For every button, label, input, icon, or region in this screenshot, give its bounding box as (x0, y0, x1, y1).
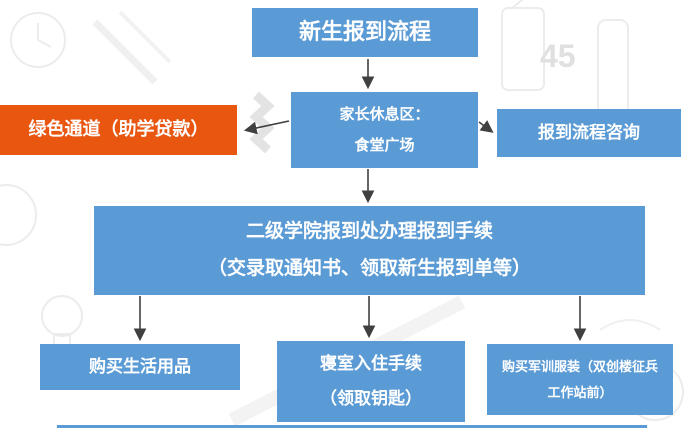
rest-area-line1: 家长休息区： (339, 105, 430, 123)
bottle-doodle-icon (597, 19, 629, 116)
node-military-uniform: 购买军训服装（双创楼征兵 工作站前） (487, 344, 673, 415)
node-title: 新生报到流程 (252, 8, 478, 57)
title-text: 新生报到流程 (298, 19, 431, 45)
cup-doodle-icon (501, 7, 545, 91)
rest-area-line2: 食堂广场 (354, 136, 415, 154)
dormitory-line2: （领取钥匙） (320, 389, 422, 408)
arrow-restarea-to-consulting (478, 120, 494, 133)
node-daily-necessities: 购买生活用品 (40, 344, 240, 390)
node-green-channel: 绿色通道（助学贷款） (0, 105, 237, 155)
pencil-doodle-icon (92, 19, 158, 85)
registration-desk-line2: （交录取通知书、领取新生报到单等） (207, 257, 531, 279)
lightbulb-doodle-icon (41, 295, 83, 337)
military-uniform-line1: 购买军训服装（双创楼征兵 (501, 358, 658, 374)
clock-doodle-icon (10, 12, 66, 68)
daily-necessities-label: 购买生活用品 (89, 356, 191, 376)
dormitory-line1: 寝室入住手续 (320, 353, 422, 373)
node-consulting: 报到流程咨询 (497, 109, 681, 157)
arrow-restarea-to-greenchannel (243, 120, 290, 135)
military-uniform-line2: 工作站前） (547, 384, 613, 400)
ribbon-doodle (249, 91, 275, 154)
green-channel-label: 绿色通道（助学贷款） (28, 119, 209, 140)
node-dormitory-checkin: 寝室入住手续 （领取钥匙） (277, 341, 465, 422)
registration-desk-line1: 二级学院报到处办理报到手续 (245, 220, 493, 242)
circle-doodle (0, 184, 37, 246)
node-registration-desk: 二级学院报到处办理报到手续 （交录取通知书、领取新生报到单等） (94, 206, 645, 295)
consulting-label: 报到流程咨询 (538, 122, 640, 142)
background-number: 45 (540, 38, 576, 74)
node-parent-rest-area: 家长休息区： 食堂广场 (291, 92, 478, 168)
footer-divider-line (57, 425, 647, 428)
